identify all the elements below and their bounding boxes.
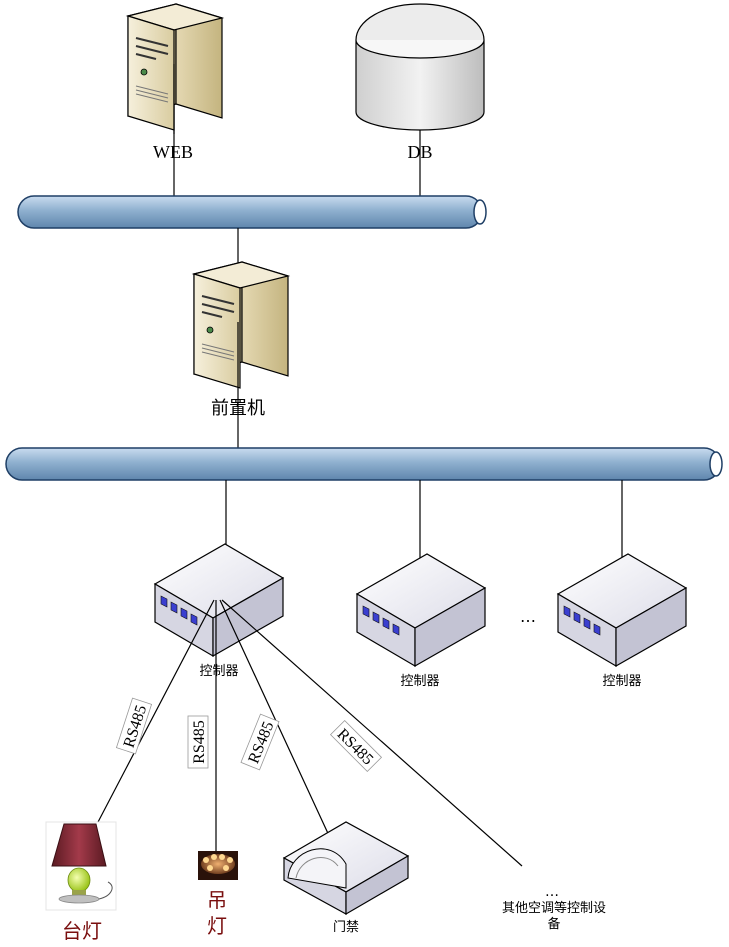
- access-control-label: 门禁: [333, 920, 359, 935]
- top-network-bus: [17, 195, 487, 229]
- bottom-network-bus: [5, 447, 723, 481]
- controller-2-icon: [356, 553, 486, 667]
- web-label: WEB: [153, 142, 193, 162]
- svg-text:RS485: RS485: [191, 720, 208, 764]
- rs485-label-3: RS485: [240, 713, 280, 771]
- controller-1-icon: [154, 543, 284, 657]
- chandelier-label-line2: 灯: [207, 914, 227, 938]
- other-devices-label-line2: 备: [547, 916, 560, 932]
- db-label: DB: [407, 142, 432, 162]
- controller-3-label: 控制器: [602, 674, 641, 689]
- table-lamp-icon: [45, 821, 117, 911]
- database-icon: [355, 3, 485, 131]
- controller-2-label: 控制器: [400, 674, 439, 689]
- table-lamp-label: 台灯: [62, 919, 102, 943]
- controllers-ellipsis: …: [520, 607, 536, 626]
- other-devices-label-line1: 其他空调等控制设: [502, 900, 606, 916]
- rs485-label-4: RS485: [329, 719, 383, 773]
- rs485-label-2: RS485: [187, 715, 209, 769]
- rs485-label-1: RS485: [115, 697, 153, 755]
- other-devices-ellipsis: …: [545, 884, 559, 900]
- controller-1-label: 控制器: [199, 664, 238, 679]
- chandelier-icon: [198, 851, 238, 880]
- access-control-icon: [282, 821, 410, 916]
- front-end-server-icon: [193, 261, 289, 389]
- web-server-icon: [127, 3, 223, 131]
- chandelier-label-line1: 吊: [207, 888, 227, 912]
- controller-3-icon: [557, 553, 687, 667]
- front-end-label: 前置机: [211, 398, 265, 419]
